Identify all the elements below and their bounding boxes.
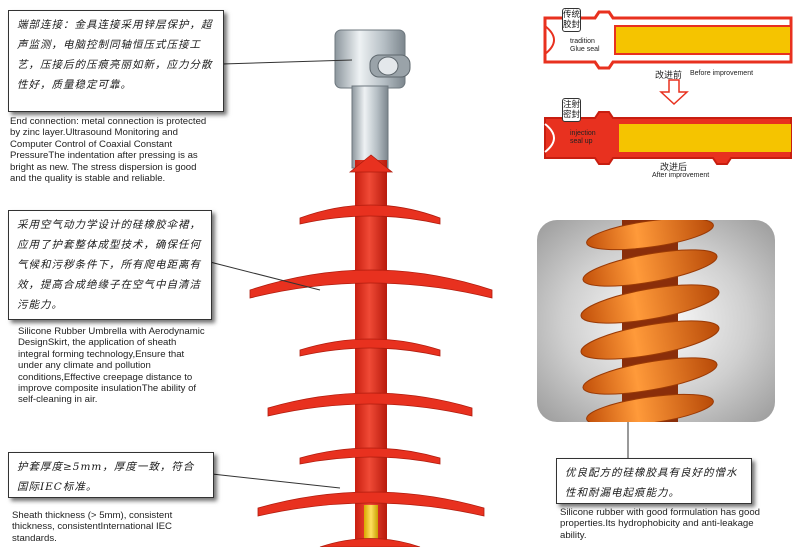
umbrella-cn-box: 采用空气动力学设计的硅橡胶伞裙，应用了护套整体成型技术，确保任何气候和污秽条件下…	[8, 210, 212, 320]
before-badge: 传统胶封	[562, 8, 581, 32]
before-caption-en: Before improvement	[690, 70, 754, 77]
end-connection-cn: 端部连接：金具连接采用锌层保护，超声监测，电脑控制同轴恒压式压接工艺，压接后的压…	[17, 19, 213, 91]
after-caption-en: After improvement	[652, 172, 710, 179]
seal-comparison-diagram	[543, 10, 793, 165]
end-fitting	[334, 29, 411, 169]
end-connection-en: End connection: metal connection is prot…	[10, 116, 207, 185]
before-caption-cn: 改进前	[655, 71, 683, 81]
umbrella-en: Silicone Rubber Umbrella with Aerodynami…	[18, 326, 205, 406]
silicone-spiral	[580, 220, 720, 422]
umbrella-cn: 采用空气动力学设计的硅橡胶伞裙，应用了护套整体成型技术，确保任何气候和污秽条件下…	[17, 219, 201, 311]
formulation-en: Silicone rubber with good formulation ha…	[560, 507, 760, 541]
before-diagram	[543, 10, 793, 70]
after-caption-cn: 改进后	[660, 163, 688, 173]
down-arrow-icon	[659, 79, 689, 106]
formulation-cn: 优良配方的硅橡胶具有良好的憎水性和耐漏电起痕能力。	[565, 467, 738, 499]
sheath-cn: 护套厚度≥5mm，厚度一致，符合国际IEC标准。	[17, 461, 195, 493]
sheath	[355, 160, 387, 547]
after-label-en: injection seal up	[570, 130, 596, 145]
sheath-en: Sheath thickness (> 5mm), consistent thi…	[12, 510, 173, 544]
sheds	[249, 154, 493, 547]
before-label-en: tradition Glue seal	[570, 38, 600, 53]
formulation-cn-box: 优良配方的硅橡胶具有良好的憎水性和耐漏电起痕能力。	[556, 458, 752, 504]
after-diagram	[544, 111, 792, 165]
core-rod	[364, 505, 378, 547]
silicone-closeup-photo	[537, 220, 775, 422]
sheath-cn-box: 护套厚度≥5mm，厚度一致，符合国际IEC标准。	[8, 452, 214, 498]
after-badge: 注射密封	[562, 98, 581, 122]
end-connection-cn-box: 端部连接：金具连接采用锌层保护，超声监测，电脑控制同轴恒压式压接工艺，压接后的压…	[8, 10, 224, 112]
